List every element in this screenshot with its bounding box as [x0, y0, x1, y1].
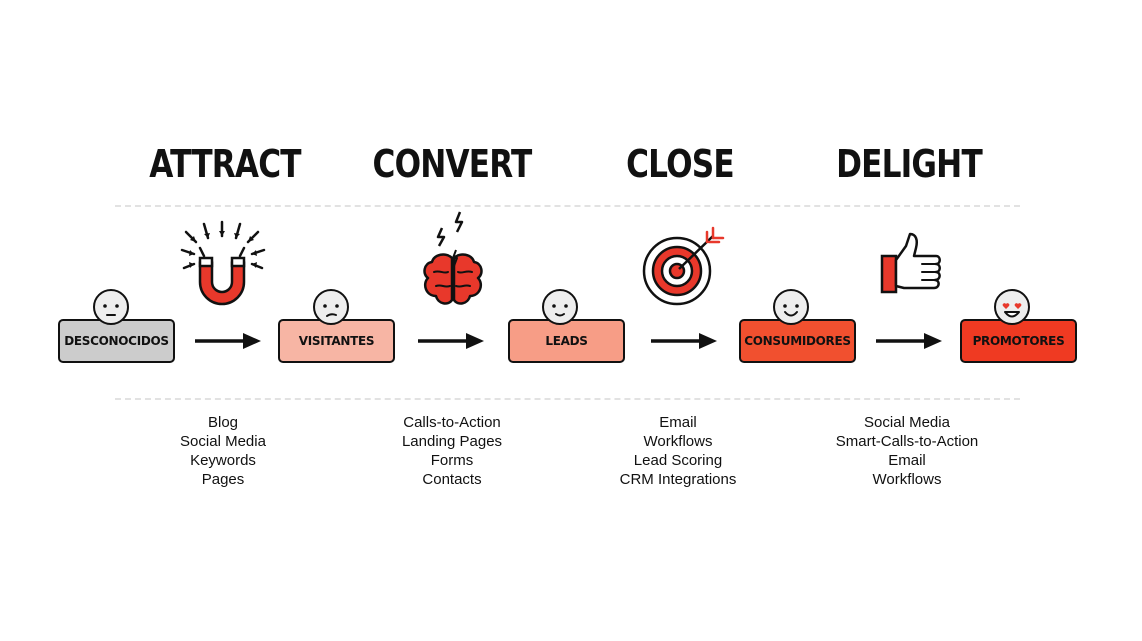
target-icon — [642, 226, 725, 306]
list-item: Social Media — [864, 414, 950, 431]
arrow-right-icon — [651, 333, 717, 349]
stage-title-close: CLOSE — [626, 142, 735, 186]
thumbs-up-icon — [880, 232, 941, 294]
arrow-right-icon — [876, 333, 942, 349]
bottom-divider — [115, 398, 1020, 400]
heart-eyes-face-icon — [994, 289, 1030, 325]
convert-tactics-list: Calls-to-Action Landing Pages Forms Cont… — [352, 413, 552, 489]
list-item: Workflows — [643, 433, 713, 450]
arrow-right-icon — [195, 333, 261, 349]
persona-box-desconocidos: DESCONOCIDOS — [58, 319, 175, 363]
list-item: Social Media — [180, 433, 266, 450]
list-item: Smart-Calls-to-Action — [835, 433, 979, 450]
list-item: Contacts — [422, 471, 482, 488]
arrow-right-icon — [418, 333, 484, 349]
delight-tactics-list: Social Media Smart-Calls-to-Action Email… — [807, 413, 1007, 489]
attract-tactics-list: Blog Social Media Keywords Pages — [123, 413, 323, 489]
persona-label: DESCONOCIDOS — [64, 334, 169, 348]
list-item: Keywords — [190, 452, 256, 469]
stage-title-attract: ATTRACT — [149, 142, 301, 186]
persona-label: LEADS — [545, 334, 588, 348]
stage-title-delight: DELIGHT — [836, 142, 983, 186]
list-item: CRM Integrations — [619, 471, 737, 488]
calm-face-icon — [542, 289, 578, 325]
list-item: Forms — [430, 452, 474, 469]
list-item: Pages — [201, 471, 245, 488]
list-item: Blog — [207, 414, 239, 431]
smiling-face-icon — [773, 289, 809, 325]
stage-title-convert: CONVERT — [372, 142, 533, 186]
persona-box-visitantes: VISITANTES — [278, 319, 395, 363]
persona-label: VISITANTES — [298, 334, 375, 348]
top-divider — [115, 205, 1020, 207]
list-item: Landing Pages — [401, 433, 503, 450]
list-item: Email — [659, 414, 697, 431]
persona-box-consumidores: CONSUMIDORES — [739, 319, 856, 363]
persona-box-promotores: PROMOTORES — [960, 319, 1077, 363]
brain-icon — [423, 211, 483, 305]
persona-label: PROMOTORES — [972, 334, 1065, 348]
persona-label: CONSUMIDORES — [744, 334, 851, 348]
persona-box-leads: LEADS — [508, 319, 625, 363]
list-item: Calls-to-Action — [403, 414, 501, 431]
list-item: Lead Scoring — [633, 452, 723, 469]
curious-face-icon — [313, 289, 349, 325]
list-item: Email — [888, 452, 926, 469]
magnet-icon — [180, 220, 266, 306]
close-tactics-list: Email Workflows Lead Scoring CRM Integra… — [578, 413, 778, 489]
list-item: Workflows — [872, 471, 942, 488]
neutral-face-icon — [93, 289, 129, 325]
